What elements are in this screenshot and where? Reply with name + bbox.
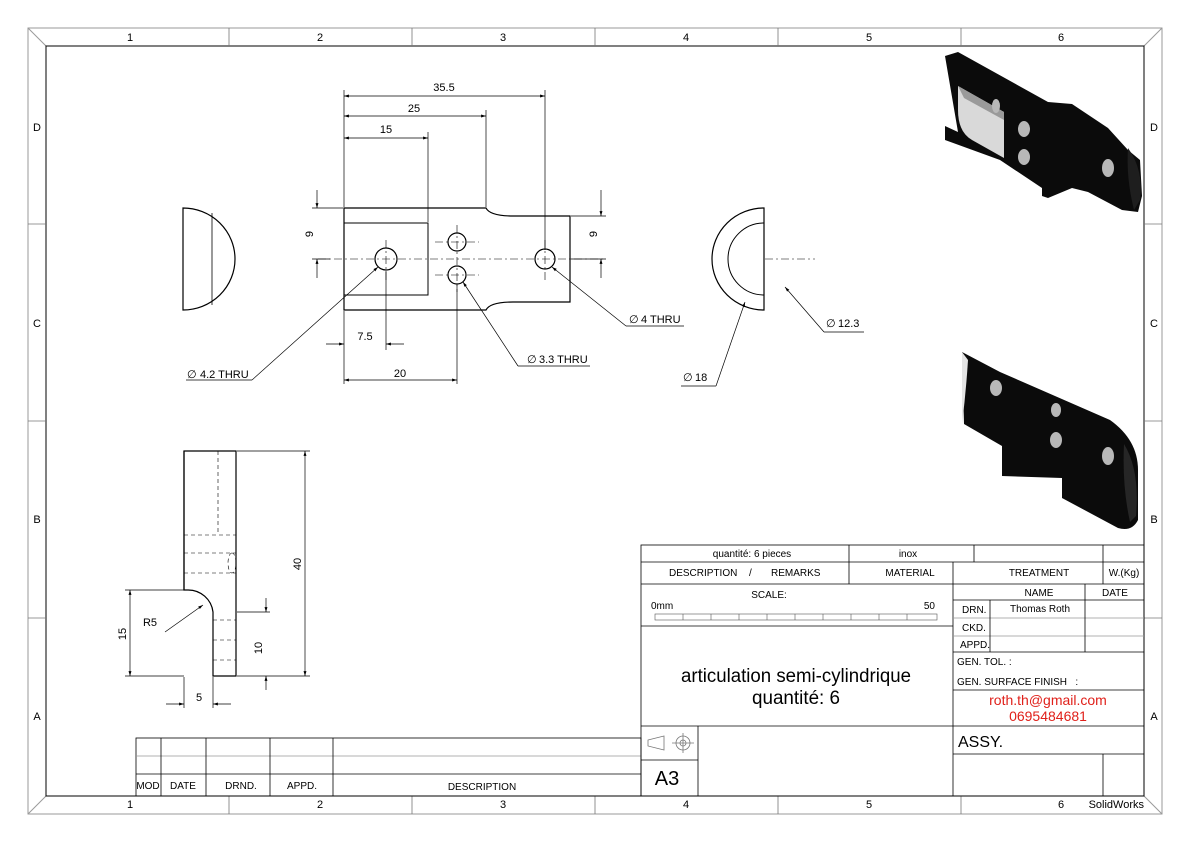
header-date: DATE (1102, 588, 1128, 599)
zone-col-6-top: 6 (1058, 32, 1064, 44)
zone-col-5-top: 5 (866, 32, 872, 44)
isometric-view-top (945, 52, 1142, 212)
zone-row-d-right: D (1150, 122, 1158, 134)
zone-col-2-top: 2 (317, 32, 323, 44)
contact-info: roth.th@gmail.com 0695484681 (989, 692, 1107, 724)
zone-row-a-right: A (1150, 711, 1158, 723)
rev-header-description: DESCRIPTION (448, 782, 516, 793)
revision-table (135, 737, 642, 797)
zone-col-4-bottom: 4 (683, 799, 689, 811)
zone-labels: 1 2 3 4 5 6 1 2 3 4 5 6 D C B A D C B A (33, 32, 1158, 811)
dim-side-r5: R5 (143, 617, 157, 629)
side-view-dimensions (125, 450, 310, 708)
zone-col-3-bottom: 3 (500, 799, 506, 811)
side-view (183, 450, 237, 677)
rev-header-appd: APPD. (287, 781, 317, 792)
zone-row-c-left: C (33, 318, 41, 330)
row-drn: DRN. (962, 605, 986, 616)
zone-row-a-left: A (33, 711, 41, 723)
isometric-view-bottom (962, 352, 1138, 529)
zone-dividers (28, 28, 1162, 814)
dim-25: 25 (408, 103, 420, 115)
header-remarks: REMARKS (771, 568, 821, 579)
scale-max: 50 (924, 601, 936, 612)
dim-hole-4-2: 4.2 THRU (200, 369, 249, 381)
sheet-size: A3 (655, 768, 679, 790)
zone-col-1-top: 1 (127, 32, 133, 44)
gen-surface: GEN. SURFACE FINISH : (957, 677, 1078, 688)
revision-table-headers: MOD DATE DRND. APPD. DESCRIPTION (136, 781, 516, 793)
header-material: MATERIAL (885, 568, 935, 579)
contact-phone: 0695484681 (1009, 708, 1087, 724)
zone-row-d-left: D (33, 122, 41, 134)
assy-label: ASSY. (958, 734, 1003, 751)
header-description: DESCRIPTION (669, 568, 737, 579)
zone-col-4-top: 4 (683, 32, 689, 44)
dia-symbol-3-3: ∅ (527, 354, 537, 366)
dia-symbol-4: ∅ (629, 314, 639, 326)
dia-symbol-4-2: ∅ (187, 369, 197, 381)
contact-email: roth.th@gmail.com (989, 692, 1107, 708)
dim-9-left: 9 (304, 231, 316, 237)
dim-side-5: 5 (196, 692, 202, 704)
dim-9-right: 9 (588, 231, 600, 237)
top-view-dimensions (186, 90, 684, 384)
zone-col-3-top: 3 (500, 32, 506, 44)
zone-row-b-left: B (33, 514, 40, 526)
row-appd: APPD. (960, 640, 990, 651)
zone-col-5-bottom: 5 (866, 799, 872, 811)
rev-header-drnd: DRND. (225, 781, 257, 792)
top-view-dimension-labels: 35.5 25 15 7.5 20 9 9 (304, 82, 600, 380)
projection-symbol-icon (647, 733, 694, 753)
dim-15: 15 (380, 124, 392, 136)
dim-20: 20 (394, 368, 406, 380)
bom-material: inox (899, 549, 917, 560)
hole-callouts: ∅ 4.2 THRU ∅ 3.3 THRU ∅ 4 THRU (187, 314, 681, 381)
scale-label: SCALE: (751, 590, 787, 601)
dia-symbol-18: ∅ (683, 372, 693, 384)
bom-quantity: quantité: 6 pieces (713, 549, 791, 560)
zone-col-1-bottom: 1 (127, 799, 133, 811)
dim-7-5: 7.5 (357, 331, 372, 343)
left-end-view (182, 207, 236, 311)
right-end-labels: ∅ 18 ∅ 12.3 (683, 318, 859, 384)
zone-row-b-right: B (1150, 514, 1157, 526)
right-end-dimensions (681, 286, 864, 387)
dim-hole-4: 4 THRU (641, 314, 681, 326)
scale-ruler (654, 613, 938, 621)
title-block-text: quantité: 6 pieces inox DESCRIPTION / RE… (651, 549, 1139, 688)
title-line-1: articulation semi-cylindrique (681, 666, 911, 687)
dim-side-15: 15 (117, 628, 129, 640)
drn-name: Thomas Roth (1010, 604, 1070, 615)
zone-col-2-bottom: 2 (317, 799, 323, 811)
software-label: SolidWorks (1089, 799, 1145, 811)
drawing-title: articulation semi-cylindrique quantité: … (681, 666, 911, 709)
header-treatment: TREATMENT (1009, 568, 1069, 579)
dia-symbol-12-3: ∅ (826, 318, 836, 330)
rev-header-mod: MOD (136, 781, 159, 792)
side-view-labels: 40 15 10 5 R5 (117, 558, 304, 704)
header-weight: W.(Kg) (1109, 568, 1140, 579)
dim-hole-3-3: 3.3 THRU (539, 354, 588, 366)
dim-dia-12-3: 12.3 (838, 318, 859, 330)
side-view-hidden (184, 451, 237, 661)
row-ckd: CKD. (962, 623, 986, 634)
gen-tol: GEN. TOL. : (957, 657, 1012, 668)
title-block-grid (640, 544, 1145, 797)
scale-min: 0mm (651, 601, 673, 612)
dim-35-5: 35.5 (433, 82, 454, 94)
zone-col-6-bottom: 6 (1058, 799, 1064, 811)
dim-side-40: 40 (292, 558, 304, 570)
header-name: NAME (1025, 588, 1054, 599)
dim-side-10: 10 (253, 642, 265, 654)
dim-dia-18: 18 (695, 372, 707, 384)
zone-row-c-right: C (1150, 318, 1158, 330)
header-slash: / (749, 568, 752, 579)
title-line-2: quantité: 6 (752, 688, 840, 709)
right-end-view (711, 207, 765, 311)
rev-header-date: DATE (170, 781, 196, 792)
